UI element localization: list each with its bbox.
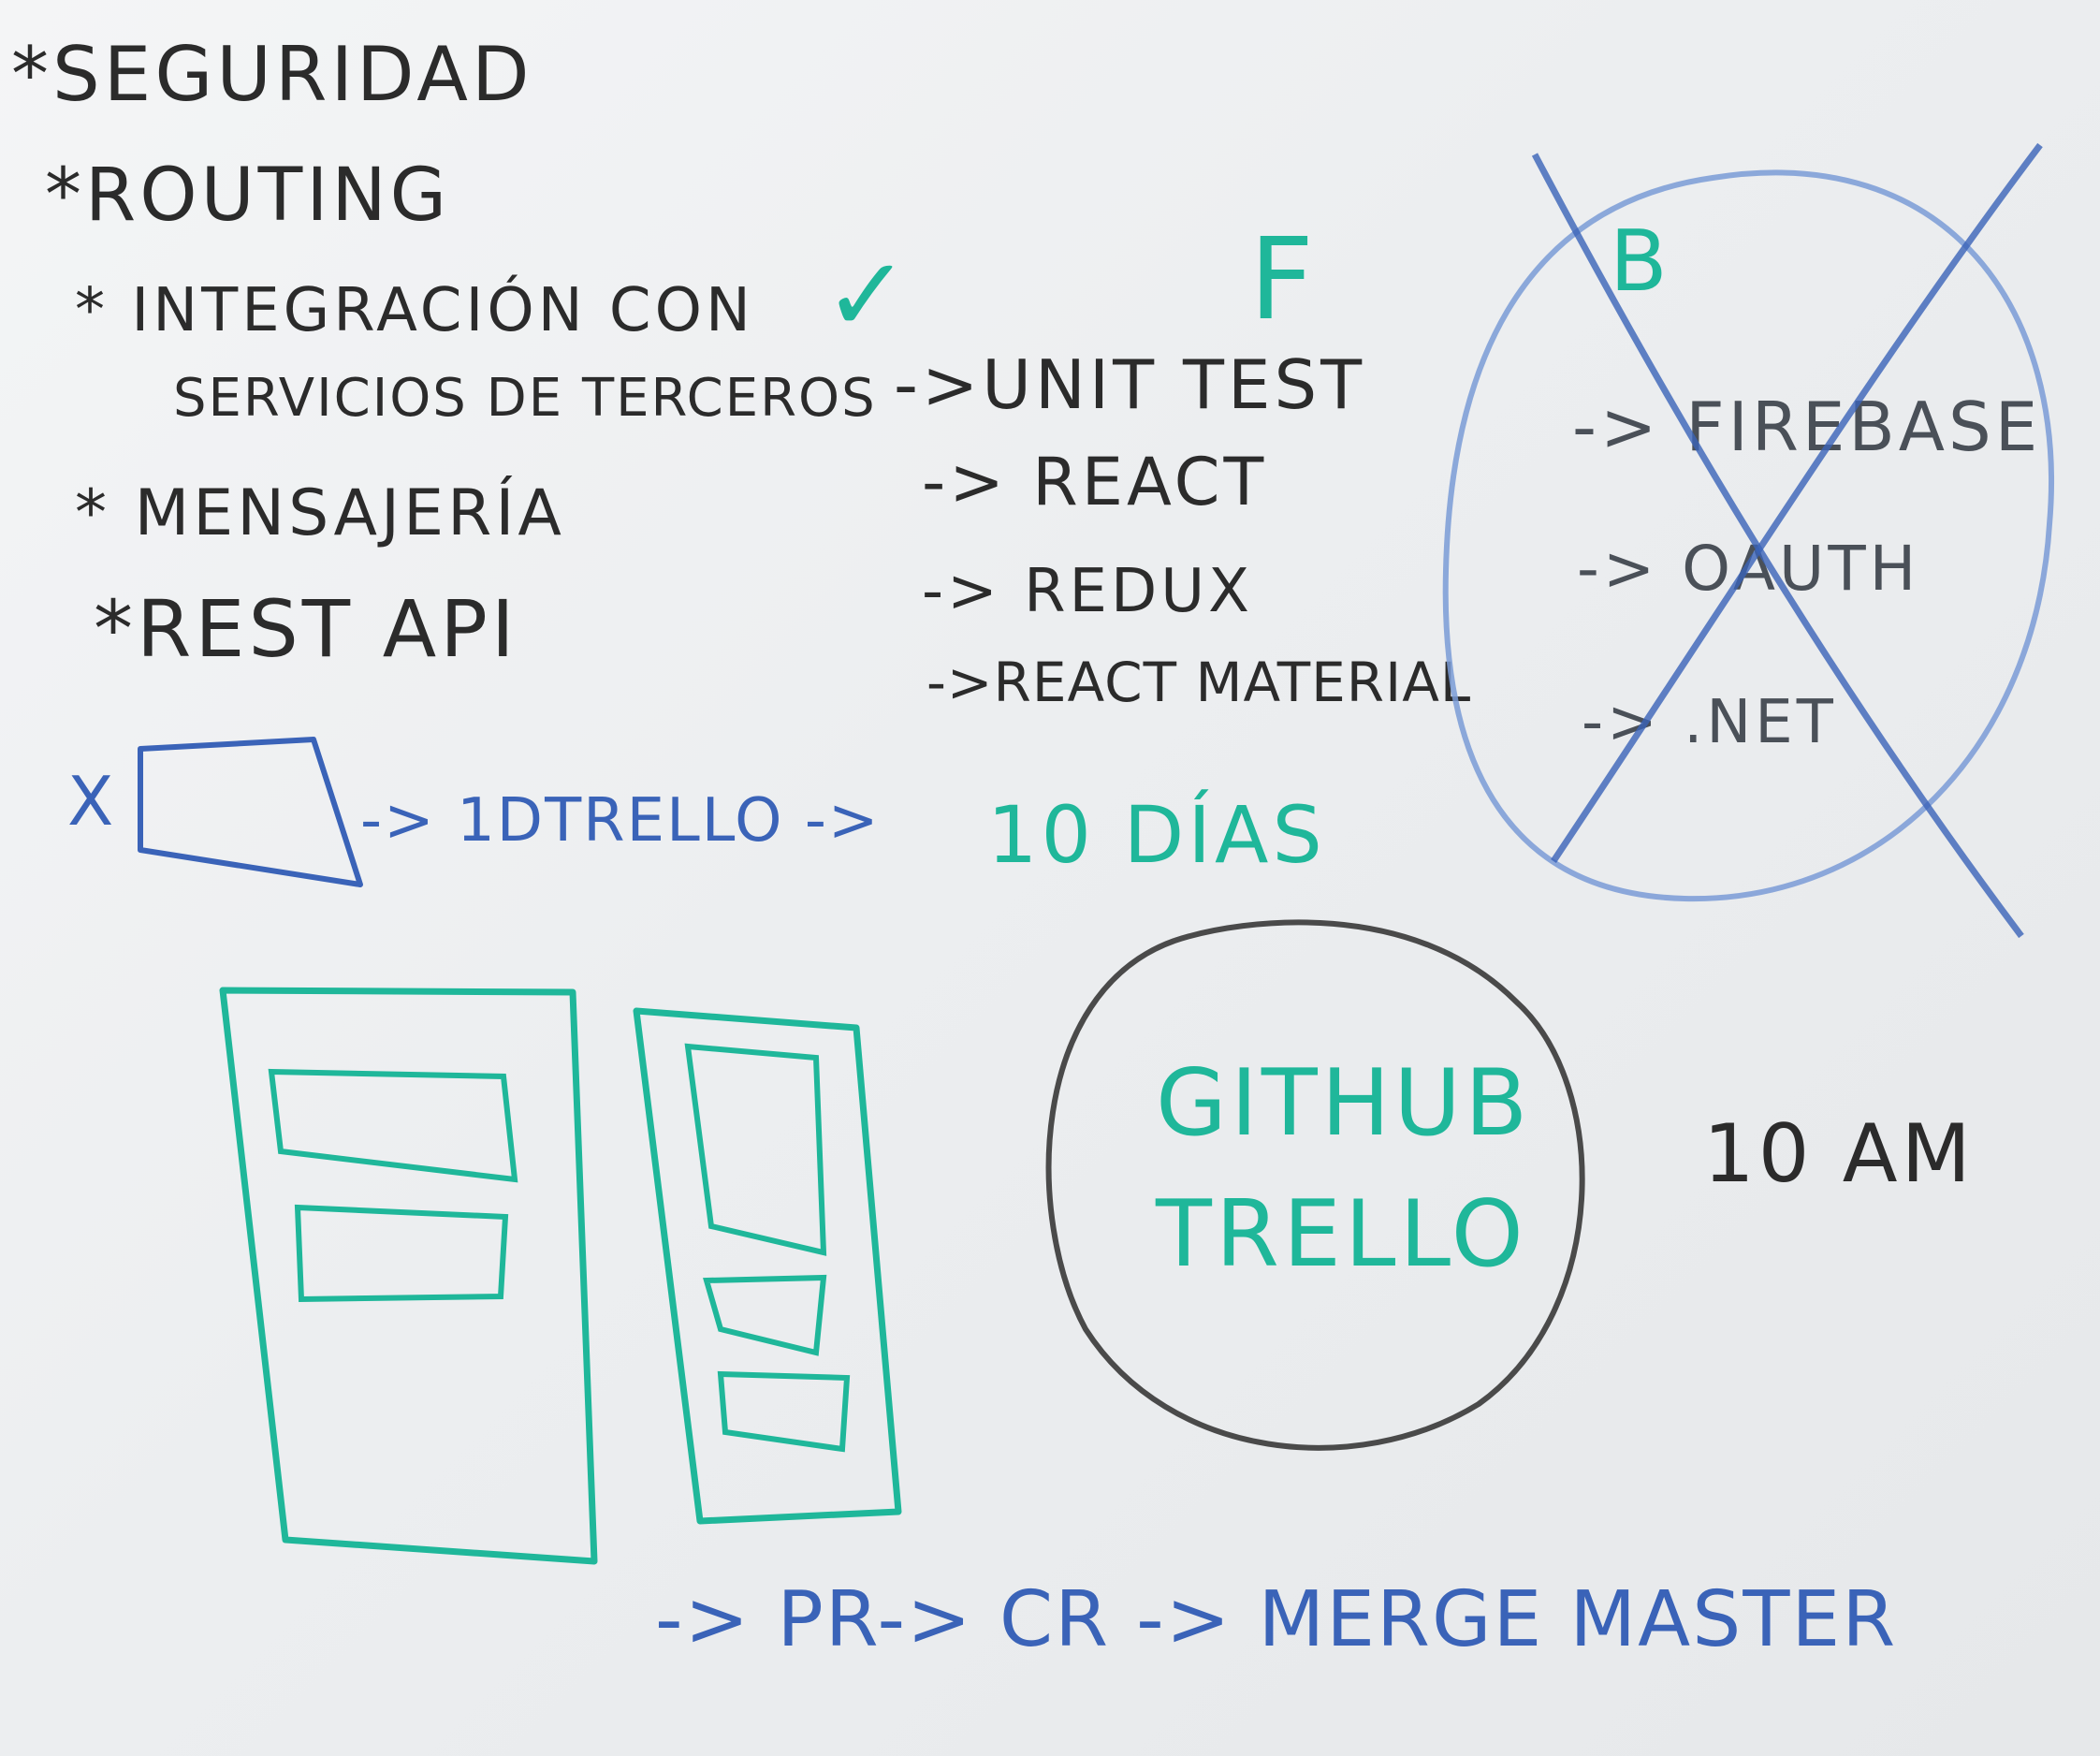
meeting-time: 10 AM	[1703, 1107, 1975, 1201]
requirement-integracion: * INTEGRACIÓN CON	[75, 276, 754, 345]
backend-item-oauth: -> OAUTH	[1577, 533, 1920, 605]
wireframe-1-block-top	[268, 1068, 518, 1183]
requirement-routing: *ROUTING	[45, 154, 451, 238]
requirement-mensajeria: * MENSAJERÍA	[75, 476, 565, 550]
requirement-rest-api: *REST API	[94, 583, 518, 675]
backend-item-dotnet: -> .NET	[1582, 688, 1837, 757]
frontend-item-redux: -> REDUX	[922, 557, 1253, 626]
tool-trello: TRELLO	[1156, 1181, 1527, 1288]
sprint-sketch-shape	[138, 737, 363, 887]
frontend-item-react-material: ->REACT MATERIAL	[926, 651, 1472, 714]
backend-label: B	[1610, 212, 1671, 311]
check-icon: ✓	[824, 235, 914, 355]
wireframe-1-frame	[219, 987, 598, 1565]
sprint-duration: 10 DÍAS	[987, 789, 1326, 881]
requirement-servicios-terceros: SERVICIOS DE TERCEROS	[173, 368, 877, 429]
wireframe-2-block-a	[703, 1274, 827, 1356]
workflow-line: -> PR-> CR -> MERGE MASTER	[655, 1575, 1898, 1664]
frontend-item-unit-test: ->UNIT TEST	[894, 345, 1366, 424]
wireframe-2-frame	[633, 1007, 902, 1525]
wireframe-2-image	[684, 1043, 827, 1256]
frontend-item-react: -> REACT	[922, 444, 1268, 520]
frontend-label: F	[1249, 215, 1319, 345]
requirement-seguridad: *SEGURIDAD	[11, 31, 533, 118]
sprint-prefix: X	[67, 762, 118, 841]
backend-item-firebase: -> FIREBASE	[1572, 388, 2042, 466]
tool-github: GITHUB	[1156, 1050, 1532, 1157]
sprint-flow: -> 1DTRELLO ->	[360, 786, 881, 856]
wireframe-1-block-bottom	[294, 1204, 509, 1303]
wireframe-2-block-b	[717, 1370, 851, 1453]
